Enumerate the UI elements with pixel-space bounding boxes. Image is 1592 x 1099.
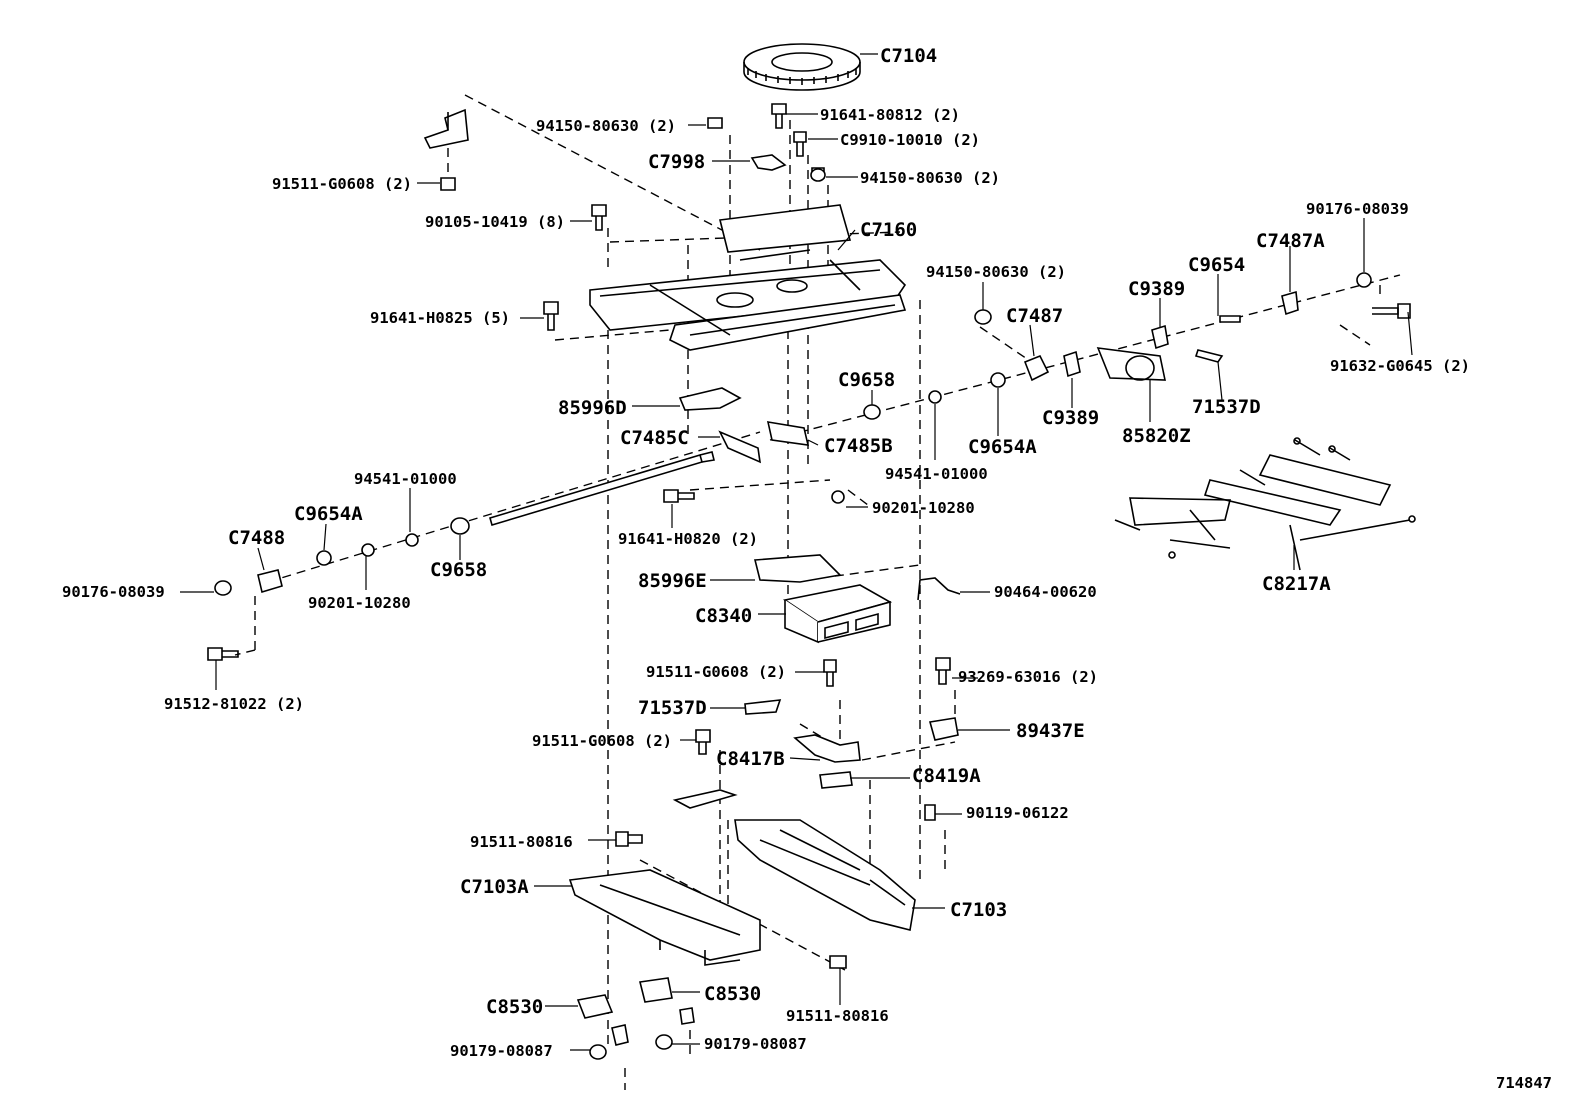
label-c8217a: C8217A	[1262, 573, 1331, 595]
label-91511-g0608-low: 91511-G0608 (2)	[532, 732, 672, 750]
label-85996e: 85996E	[638, 570, 707, 592]
label-90201-10280-left: 90201-10280	[308, 594, 411, 612]
label-c7998: C7998	[648, 151, 705, 173]
label-c7487: C7487	[1006, 305, 1063, 327]
label-90176-08039-right: 90176-08039	[1306, 200, 1409, 218]
label-85996d: 85996D	[558, 397, 627, 419]
label-c9654a-left: C9654A	[294, 503, 363, 525]
label-c9654: C9654	[1188, 254, 1245, 276]
label-c7103: C7103	[950, 899, 1007, 921]
label-c8419a: C8419A	[912, 765, 981, 787]
label-94541-01000-left: 94541-01000	[354, 470, 457, 488]
label-c9654a-right: C9654A	[968, 436, 1037, 458]
ecu-module-part	[782, 584, 893, 644]
label-c9658-lower: C9658	[430, 559, 487, 581]
label-90179-08087-right: 90179-08087	[704, 1035, 807, 1053]
wire-harness-part	[1114, 437, 1416, 571]
label-c8530-left: C8530	[486, 996, 543, 1018]
small-bracket-c7998-part	[750, 154, 787, 171]
upper-track-frame-part	[589, 204, 907, 351]
label-91511-80816-left: 91511-80816	[470, 833, 573, 851]
label-c9389-bottom: C9389	[1042, 407, 1099, 429]
label-94150-80630-right: 94150-80630 (2)	[926, 263, 1066, 281]
label-c7485b: C7485B	[824, 435, 893, 457]
label-c9658-upper: C9658	[838, 369, 895, 391]
label-c7487a: C7487A	[1256, 230, 1325, 252]
connector-c8530-parts	[576, 977, 695, 1046]
bracket-85996e-part	[753, 554, 842, 583]
label-85820z: 85820Z	[1122, 425, 1191, 447]
label-91641-h0820: 91641-H0820 (2)	[618, 530, 758, 548]
dashed-guide-lines	[234, 94, 1401, 1090]
label-91641-80812: 91641-80812 (2)	[820, 106, 960, 124]
label-90464-00620: 90464-00620	[994, 583, 1097, 601]
lower-rail-c7103a-part	[568, 869, 761, 966]
label-90119-06122: 90119-06122	[966, 804, 1069, 822]
label-94150-80630-mid: 94150-80630 (2)	[860, 169, 1000, 187]
bracket-85996d-part	[678, 387, 742, 411]
label-c7485c: C7485C	[620, 427, 689, 449]
drive-shaft-part	[489, 451, 715, 526]
label-c8530-right: C8530	[704, 983, 761, 1005]
label-c7488: C7488	[228, 527, 285, 549]
top-left-bracket-part	[423, 108, 469, 149]
label-90201-10280-right: 90201-10280	[872, 499, 975, 517]
label-71537d-upper: 71537D	[1192, 396, 1261, 418]
nut-washer-fasteners	[214, 168, 1372, 1060]
label-c9389-top: C9389	[1128, 278, 1185, 300]
bracket-c7488-part	[257, 569, 283, 594]
label-c8417b: C8417B	[716, 748, 785, 770]
label-91511-80816-bottom: 91511-80816	[786, 1007, 889, 1025]
part-number-labels: C7104 91641-80812 (2) 94150-80630 (2) C9…	[62, 45, 1552, 1092]
label-c7160: C7160	[860, 219, 917, 241]
label-90176-08039-left: 90176-08039	[62, 583, 165, 601]
label-94150-80630-top: 94150-80630 (2)	[536, 117, 676, 135]
label-91511-g0608-mid: 91511-G0608 (2)	[646, 663, 786, 681]
label-91511-g0608-top: 91511-G0608 (2)	[272, 175, 412, 193]
label-89437e: 89437E	[1016, 720, 1085, 742]
lower-frame-c7103-part	[734, 819, 916, 931]
c7485-brackets	[718, 421, 810, 464]
gear-ring-part	[743, 43, 861, 91]
label-90105-10419: 90105-10419 (8)	[425, 213, 565, 231]
label-c7103a: C7103A	[460, 876, 529, 898]
label-91632-g0645: 91632-G0645 (2)	[1330, 357, 1470, 375]
label-c9910-10010: C9910-10010 (2)	[840, 131, 980, 149]
clip-90464-part	[917, 577, 961, 601]
label-90179-08087-left: 90179-08087	[450, 1042, 553, 1060]
label-c8340: C8340	[695, 605, 752, 627]
label-71537d-lower: 71537D	[638, 697, 707, 719]
motor-assembly-part	[1023, 290, 1299, 382]
label-93269-63016: 93269-63016 (2)	[958, 668, 1098, 686]
label-94541-01000-right: 94541-01000	[885, 465, 988, 483]
leader-lines	[180, 53, 1413, 1051]
sensor-bracket-parts	[672, 699, 959, 809]
label-91641-h0825: 91641-H0825 (5)	[370, 309, 510, 327]
diagram-id: 714847	[1496, 1074, 1552, 1092]
label-91512-81022: 91512-81022 (2)	[164, 695, 304, 713]
label-c7104: C7104	[880, 45, 937, 67]
